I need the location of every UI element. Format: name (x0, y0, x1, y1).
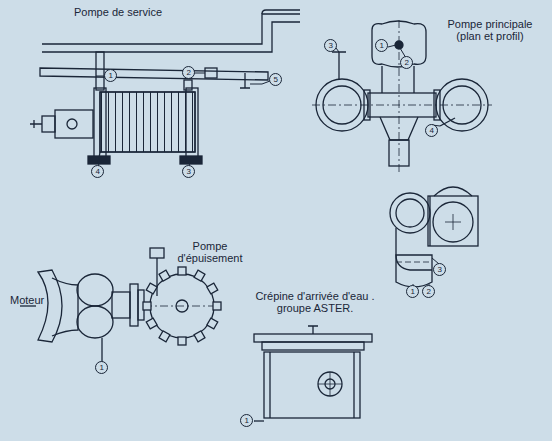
callout-number: 2 (422, 285, 435, 298)
callout-number: 1 (95, 361, 108, 374)
callout-number: 2 (400, 56, 413, 69)
side-pump (390, 187, 478, 287)
callout-number: 4 (425, 124, 438, 137)
main-pump (312, 20, 492, 175)
callout-number: 1 (240, 414, 253, 427)
leader-lines (96, 45, 440, 286)
service-pump (30, 10, 300, 164)
caption-label: Moteur (10, 294, 44, 306)
callout-number: 4 (91, 165, 104, 178)
callout-number: 1 (406, 285, 419, 298)
callout-number: 2 (182, 66, 195, 79)
callout-number: 5 (269, 73, 282, 86)
strainer (254, 326, 372, 421)
callout-number: 3 (433, 263, 446, 276)
caption-label: Crépine d'arrivée d'eau . groupe ASTER. (250, 290, 380, 314)
caption-label: Pompe principale (plan et profil) (440, 18, 540, 42)
callout-number: 3 (182, 165, 195, 178)
caption-label: Pompe d'épuisement (170, 240, 250, 264)
callout-number: 3 (324, 39, 337, 52)
callout-number: 1 (375, 39, 388, 52)
caption-label: Pompe de service (74, 6, 162, 18)
callout-number: 1 (104, 69, 117, 82)
bilge-pump (20, 248, 222, 362)
